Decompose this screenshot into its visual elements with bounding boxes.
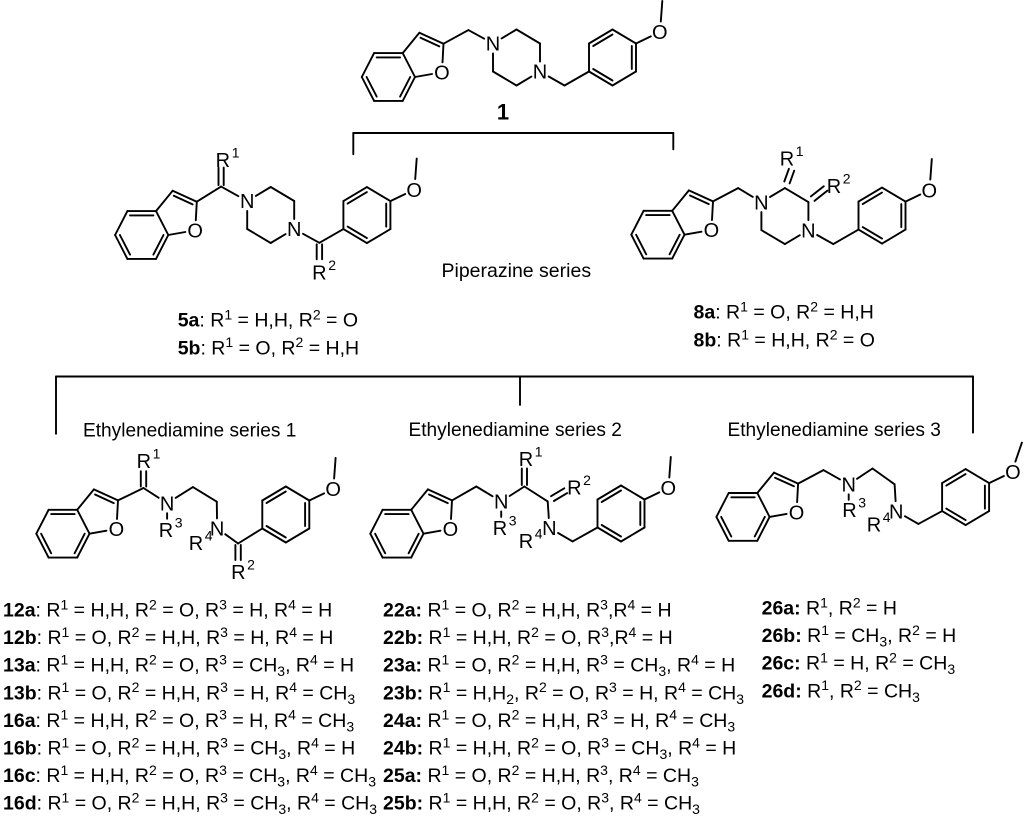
- svg-text:16a: R1 = H,H, R2 = O, R3 = H,: 16a: R1 = H,H, R2 = O, R3 = H, R4 = CH3: [3, 707, 354, 735]
- svg-text:O: O: [109, 519, 125, 541]
- svg-text:O: O: [661, 478, 677, 500]
- svg-text:3: 3: [509, 513, 517, 529]
- svg-text:25a: R1 = O, R2 = H,H, R3, R4: 25a: R1 = O, R2 = H,H, R3, R4 = CH3: [383, 762, 699, 790]
- svg-text:1: 1: [796, 143, 804, 159]
- svg-text:2: 2: [583, 472, 591, 488]
- svg-text:O: O: [187, 221, 203, 243]
- svg-text:R: R: [519, 449, 533, 471]
- svg-text:Ethylenediamine series 1: Ethylenediamine series 1: [83, 421, 296, 442]
- svg-text:O: O: [652, 22, 668, 44]
- svg-text:1: 1: [153, 446, 161, 462]
- svg-text:R: R: [842, 500, 856, 522]
- svg-text:O: O: [434, 63, 450, 85]
- svg-text:R: R: [519, 531, 533, 553]
- svg-text:Piperazine series: Piperazine series: [442, 260, 592, 282]
- svg-text:13a: R1 = H,H, R2 = O, R3 = CH: 13a: R1 = H,H, R2 = O, R3 = CH3, R4 = H: [3, 652, 354, 680]
- svg-text:2: 2: [843, 171, 851, 187]
- svg-text:5a: R1 = H,H, R2 = O: 5a: R1 = H,H, R2 = O: [178, 307, 358, 332]
- svg-text:26a: R1, R2 = H: 26a: R1, R2 = H: [762, 594, 897, 619]
- svg-text:23a: R1 = O, R2 = H,H, R3 = CH: 23a: R1 = O, R2 = H,H, R3 = CH3, R4 = H: [383, 652, 735, 680]
- svg-text:12a: R1 = H,H, R2 = O, R3 = H,: 12a: R1 = H,H, R2 = O, R3 = H, R4 = H: [3, 596, 332, 621]
- svg-text:4: 4: [205, 528, 213, 544]
- svg-text:N: N: [889, 501, 903, 523]
- svg-text:N: N: [486, 34, 500, 56]
- svg-text:O: O: [789, 502, 805, 524]
- svg-text:3: 3: [175, 515, 183, 531]
- svg-text:R: R: [137, 451, 151, 473]
- svg-text:N: N: [240, 191, 254, 213]
- svg-text:26b: R1 = CH3, R2 = H: 26b: R1 = CH3, R2 = H: [762, 622, 957, 650]
- svg-text:Ethylenediamine series 3: Ethylenediamine series 3: [728, 420, 941, 441]
- svg-text:25b: R1 = H,H, R2 = O, R3, R4: 25b: R1 = H,H, R2 = O, R3, R4 = CH3: [383, 789, 700, 817]
- svg-text:N: N: [841, 475, 855, 497]
- svg-text:R: R: [189, 533, 203, 555]
- svg-text:O: O: [704, 220, 720, 242]
- svg-text:26d: R1, R2 = CH3: 26d: R1, R2 = CH3: [762, 677, 921, 705]
- svg-text:13b: R1 = O, R2 = H,H, R3 = H,: 13b: R1 = O, R2 = H,H, R3 = H, R4 = CH3: [3, 679, 355, 707]
- svg-text:4: 4: [535, 526, 543, 542]
- svg-text:O: O: [1005, 462, 1021, 484]
- svg-text:24b: R1 = H,H, R2 = O, R3 = CH: 24b: R1 = H,H, R2 = O, R3 = CH3, R4 = H: [383, 734, 736, 762]
- svg-text:R: R: [216, 150, 230, 172]
- svg-text:Ethylenediamine series 2: Ethylenediamine series 2: [409, 420, 622, 441]
- svg-text:O: O: [325, 479, 341, 501]
- svg-text:N: N: [754, 192, 768, 214]
- svg-text:R: R: [493, 518, 507, 540]
- svg-text:12b: R1 = O, R2 = H,H, R3 = H,: 12b: R1 = O, R2 = H,H, R3 = H, R4 = H: [3, 624, 333, 649]
- svg-text:N: N: [533, 62, 547, 84]
- svg-text:24a: R1 = O, R2 = H,H, R3 = H,: 24a: R1 = O, R2 = H,H, R3 = H, R4 = CH3: [383, 707, 735, 735]
- svg-text:5b: R1 = O, R2 = H,H: 5b: R1 = O, R2 = H,H: [178, 334, 359, 359]
- svg-text:2: 2: [328, 257, 336, 273]
- svg-text:23b: R1 = H,H2, R2 = O, R3 = H: 23b: R1 = H,H2, R2 = O, R3 = H, R4 = CH3: [383, 679, 744, 707]
- svg-text:1: 1: [232, 145, 240, 161]
- svg-text:1: 1: [535, 444, 543, 460]
- svg-text:16b: R1 = O, R2 = H,H, R3 = CH: 16b: R1 = O, R2 = H,H, R3 = CH3, R4 = H: [3, 734, 355, 762]
- svg-text:R: R: [159, 520, 173, 542]
- svg-text:N: N: [494, 492, 508, 514]
- svg-text:O: O: [406, 180, 422, 202]
- svg-text:N: N: [160, 493, 174, 515]
- svg-text:8a: R1 = O, R2 = H,H: 8a: R1 = O, R2 = H,H: [694, 299, 874, 324]
- svg-text:16d: R1 = O, R2 = H,H, R3 = CH: 16d: R1 = O, R2 = H,H, R3 = CH3, R4 = CH…: [3, 789, 377, 817]
- svg-text:O: O: [922, 180, 938, 202]
- svg-text:8b: R1 = H,H, R2 = O: 8b: R1 = H,H, R2 = O: [694, 326, 875, 351]
- svg-text:R: R: [867, 515, 881, 537]
- svg-text:R: R: [312, 262, 326, 284]
- svg-text:R: R: [567, 478, 581, 500]
- svg-text:26c: R1 = H, R2 = CH3: 26c: R1 = H, R2 = CH3: [762, 650, 956, 678]
- svg-text:3: 3: [858, 495, 866, 511]
- svg-text:R: R: [827, 176, 841, 198]
- svg-text:N: N: [542, 518, 556, 540]
- svg-text:4: 4: [883, 509, 891, 525]
- svg-text:N: N: [287, 219, 301, 241]
- svg-text:R: R: [780, 149, 794, 171]
- svg-text:R: R: [231, 562, 245, 584]
- svg-text:16c: R1 = H,H, R2 = O, R3 = CH: 16c: R1 = H,H, R2 = O, R3 = CH3, R4 = CH…: [3, 762, 376, 790]
- svg-text:2: 2: [247, 557, 255, 573]
- svg-text:1: 1: [497, 100, 509, 125]
- svg-text:O: O: [443, 519, 459, 541]
- svg-text:N: N: [801, 220, 815, 242]
